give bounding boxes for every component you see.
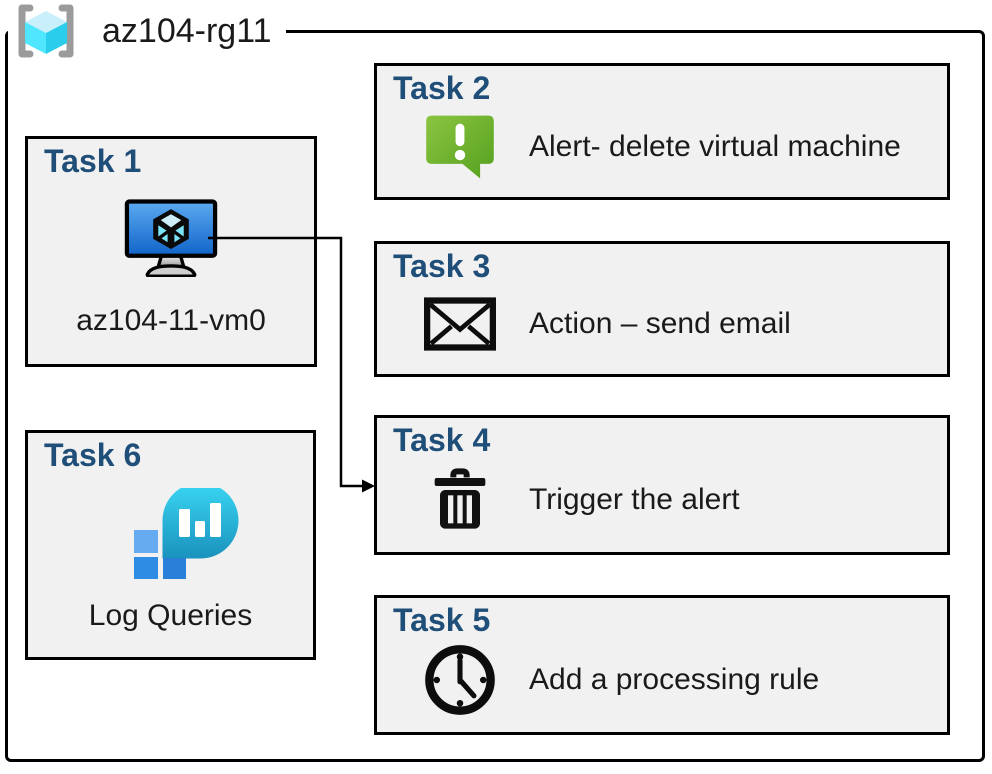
task5-title: Task 5	[393, 602, 491, 638]
resource-group-title: az104-rg11	[102, 11, 272, 50]
log-queries-icon	[134, 488, 239, 579]
trash-icon	[434, 468, 486, 529]
task6-label: Log Queries	[88, 599, 253, 632]
alert-message-icon	[426, 115, 494, 178]
task3-title: Task 3	[393, 248, 491, 284]
clock-icon	[425, 645, 495, 715]
resource-group-label: az104-rg11	[8, 2, 286, 60]
task6-box: Task 6 Log Queries	[25, 430, 316, 660]
task2-box: Task 2 Alert- delete virtual machine	[374, 63, 950, 200]
task1-title: Task 1	[44, 143, 142, 179]
resource-group-icon	[18, 4, 74, 58]
email-envelope-icon	[424, 297, 496, 351]
virtual-machine-icon	[124, 199, 218, 277]
task4-title: Task 4	[393, 422, 491, 458]
task4-box: Task 4 Trigger the alert	[374, 415, 950, 555]
task3-box: Task 3 Action – send email	[374, 241, 950, 377]
task4-label: Trigger the alert	[529, 483, 740, 516]
task1-box: Task 1 az104-11-vm0	[25, 136, 317, 367]
task2-label: Alert- delete virtual machine	[529, 129, 901, 163]
task6-title: Task 6	[44, 437, 142, 473]
task5-label: Add a processing rule	[529, 663, 820, 696]
task2-title: Task 2	[393, 70, 491, 106]
task3-label: Action – send email	[529, 307, 791, 340]
task5-box: Task 5 Add a processing rule	[374, 595, 950, 735]
task1-vm-name: az104-11-vm0	[76, 304, 266, 337]
